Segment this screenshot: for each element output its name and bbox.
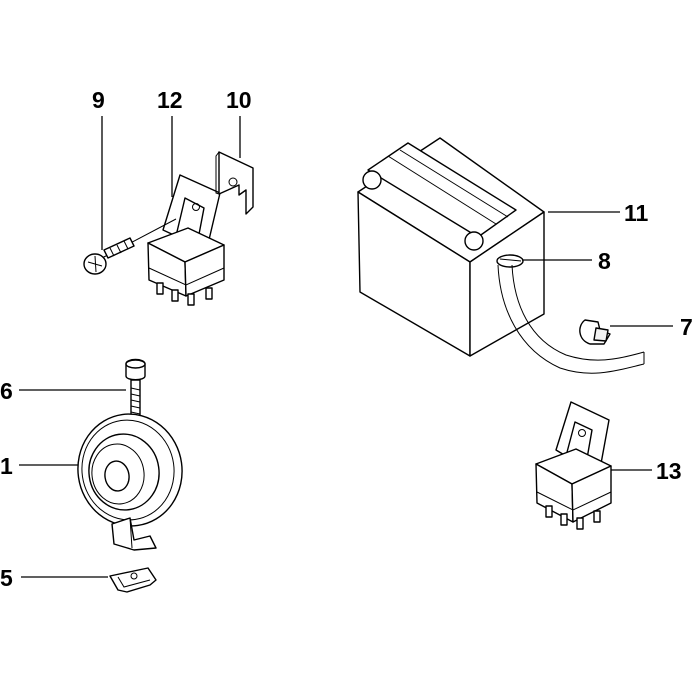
hose-clamp-part-8 — [496, 254, 524, 268]
callout-13: 13 — [656, 458, 682, 484]
nut-part-5 — [109, 567, 157, 593]
breather-hose — [497, 264, 645, 374]
screw-part-9 — [83, 218, 177, 275]
bolt-part-6 — [125, 358, 146, 423]
leader-lines — [19, 116, 673, 578]
callout-9: 9 — [92, 87, 105, 113]
battery-part-11 — [357, 137, 545, 357]
clip-part-7 — [579, 319, 611, 345]
callout-11: 11 — [624, 200, 649, 226]
relay-with-bracket-part-12 — [147, 174, 225, 306]
callout-8: 8 — [598, 248, 611, 274]
callout-7: 7 — [680, 314, 693, 340]
clip-nut-part-10 — [215, 151, 254, 215]
callout-5: 5 — [0, 565, 13, 591]
callout-12: 12 — [157, 87, 183, 113]
relay-part-13 — [535, 401, 612, 530]
callout-6: 6 — [0, 378, 13, 404]
horn-part-1 — [77, 413, 183, 551]
callout-1: 1 — [0, 453, 13, 479]
callout-10: 10 — [226, 87, 252, 113]
